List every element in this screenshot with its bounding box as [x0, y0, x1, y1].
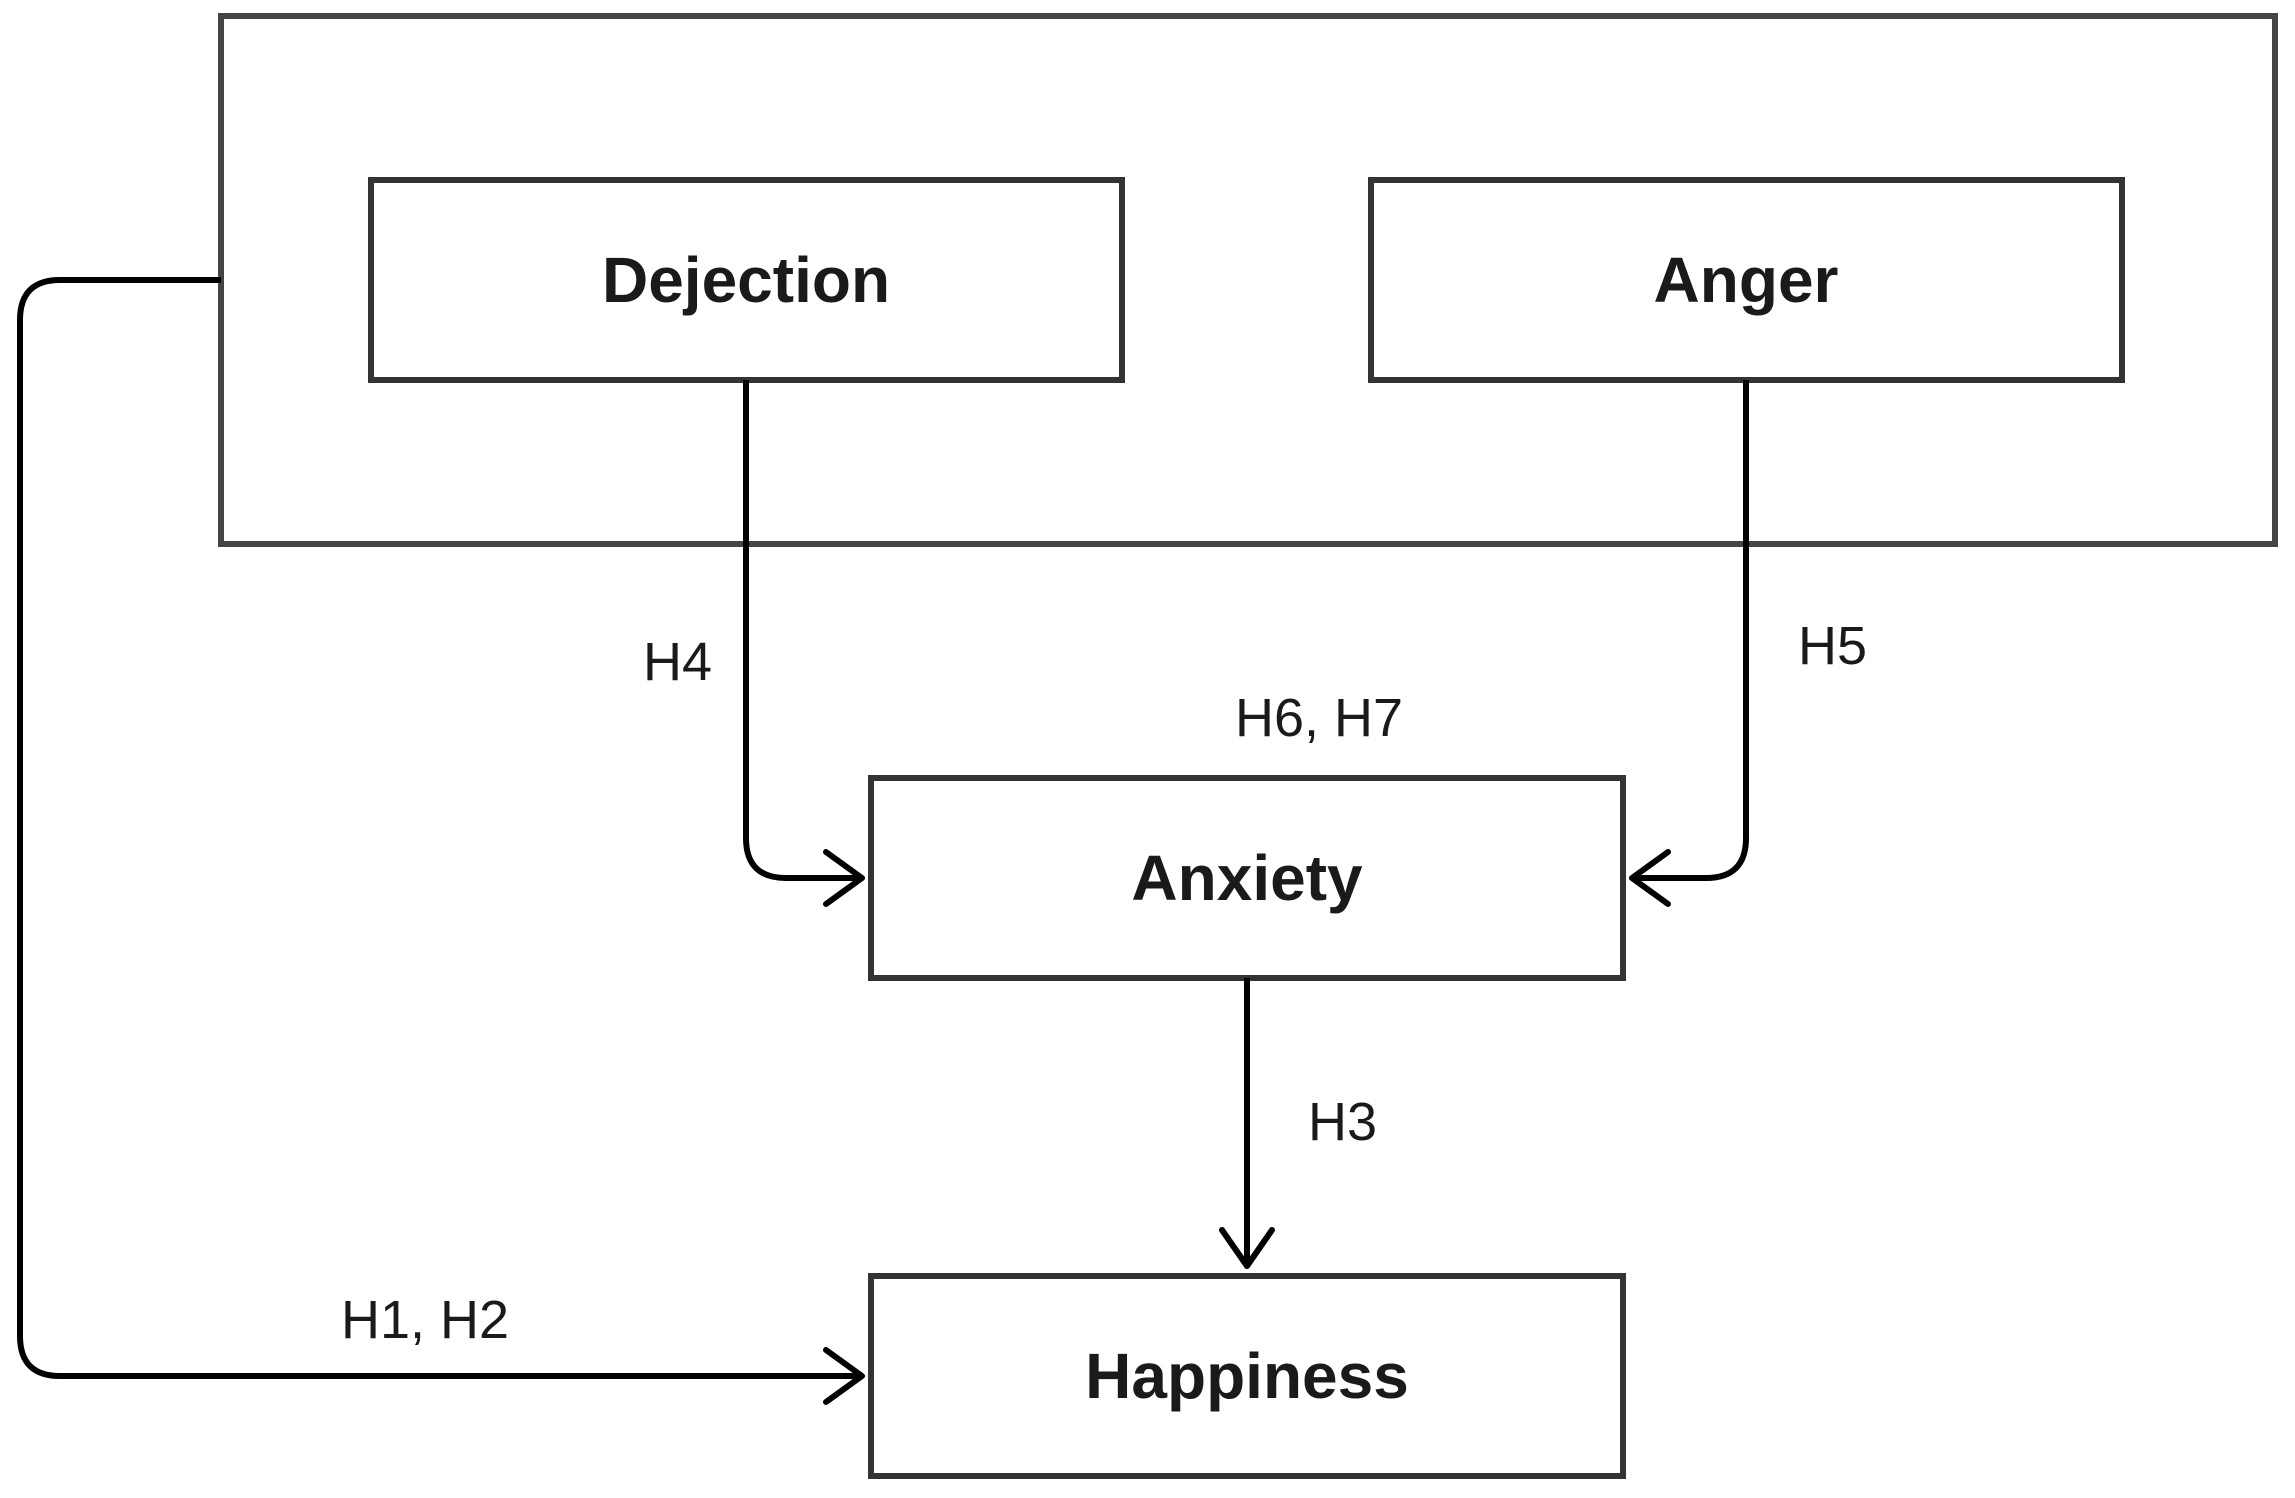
node-anxiety-box: [868, 775, 1626, 981]
arrowhead-icon: [1629, 849, 1671, 907]
edge-dejection-to-anxiety-line: [743, 380, 862, 881]
arrowhead-icon: [823, 849, 865, 907]
arrowhead-icon: [823, 1347, 865, 1405]
node-anger-box: [1368, 177, 2125, 383]
edge-outer-to-happiness: [17, 277, 865, 1405]
edge-anger-to-anxiety-line: [1632, 380, 1749, 881]
arrowhead-icon: [1219, 1227, 1275, 1269]
edge-label-h5: H5: [1798, 616, 1867, 676]
edge-anxiety-to-happiness: [1219, 978, 1275, 1269]
edge-label-h4: H4: [643, 632, 712, 692]
edge-dejection-to-anxiety: [743, 380, 865, 907]
node-dejection-box: [368, 177, 1125, 383]
node-anger-label: Anger: [1654, 244, 1839, 316]
edge-label-h1-h2: H1, H2: [341, 1290, 509, 1350]
node-anger: Anger: [1368, 177, 2125, 383]
node-happiness-box: [868, 1273, 1626, 1479]
node-happiness: Happiness: [868, 1273, 1626, 1479]
edge-label-h6-h7: H6, H7: [1235, 688, 1403, 748]
node-anxiety: Anxiety: [868, 775, 1626, 981]
edge-outer-to-happiness-line: [17, 277, 862, 1379]
node-anxiety-label: Anxiety: [1131, 842, 1363, 914]
node-dejection-label: Dejection: [602, 244, 890, 316]
node-happiness-label: Happiness: [1085, 1340, 1409, 1412]
edge-anger-to-anxiety: [1629, 380, 1749, 907]
edge-label-h3: H3: [1308, 1092, 1377, 1152]
node-dejection: Dejection: [368, 177, 1125, 383]
